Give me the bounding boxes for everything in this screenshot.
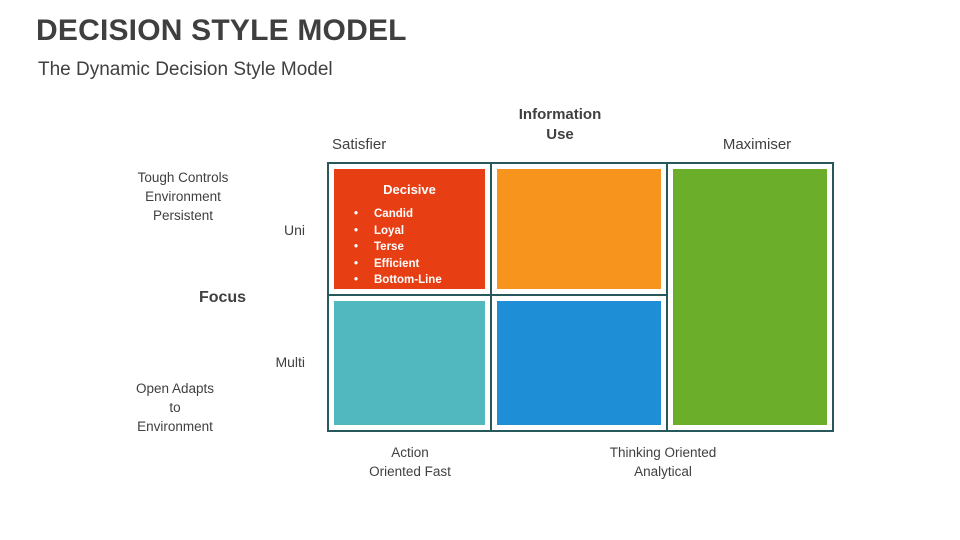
left-desc-open-adapts: Open Adapts to Environment <box>135 381 215 434</box>
cell-maximiser-column <box>673 169 827 425</box>
axis-label-maximiser: Maximiser <box>722 136 792 153</box>
row-label-multi: Multi <box>275 354 305 370</box>
axis-label-satisfier: Satisfier <box>332 136 387 153</box>
axis-title-information-use: Information Use <box>518 106 602 143</box>
bullet-item: Efficient <box>354 256 485 273</box>
cell-bottom-center <box>497 301 661 425</box>
bottom-label-thinking-oriented: Thinking Oriented Analytical <box>609 445 717 479</box>
cell-bottom-left <box>334 301 485 425</box>
grid-line-horizontal <box>329 294 668 296</box>
cell-decisive-title: Decisive <box>383 182 436 197</box>
axis-title-focus: Focus <box>198 289 247 306</box>
slide-subtitle: The Dynamic Decision Style Model <box>38 59 333 80</box>
bottom-label-action-oriented: Action Oriented Fast <box>369 445 451 479</box>
decision-matrix: Decisive CandidLoyalTerseEfficientBottom… <box>327 162 834 432</box>
grid-line-vertical-1 <box>490 164 492 430</box>
bullet-item: Loyal <box>354 223 485 240</box>
row-label-uni: Uni <box>283 222 305 238</box>
bullet-item: Candid <box>354 206 485 223</box>
slide-title: DECISION STYLE MODEL <box>36 14 407 47</box>
bullet-item: Terse <box>354 239 485 256</box>
bullet-item: Bottom-Line <box>354 272 485 289</box>
left-desc-tough-controls: Tough Controls Environment Persistent <box>137 170 229 223</box>
grid-line-vertical-2 <box>666 164 668 430</box>
cell-decisive-bullet-list: CandidLoyalTerseEfficientBottom-Line <box>334 206 485 289</box>
cell-decisive: Decisive CandidLoyalTerseEfficientBottom… <box>334 169 485 289</box>
cell-top-center <box>497 169 661 289</box>
